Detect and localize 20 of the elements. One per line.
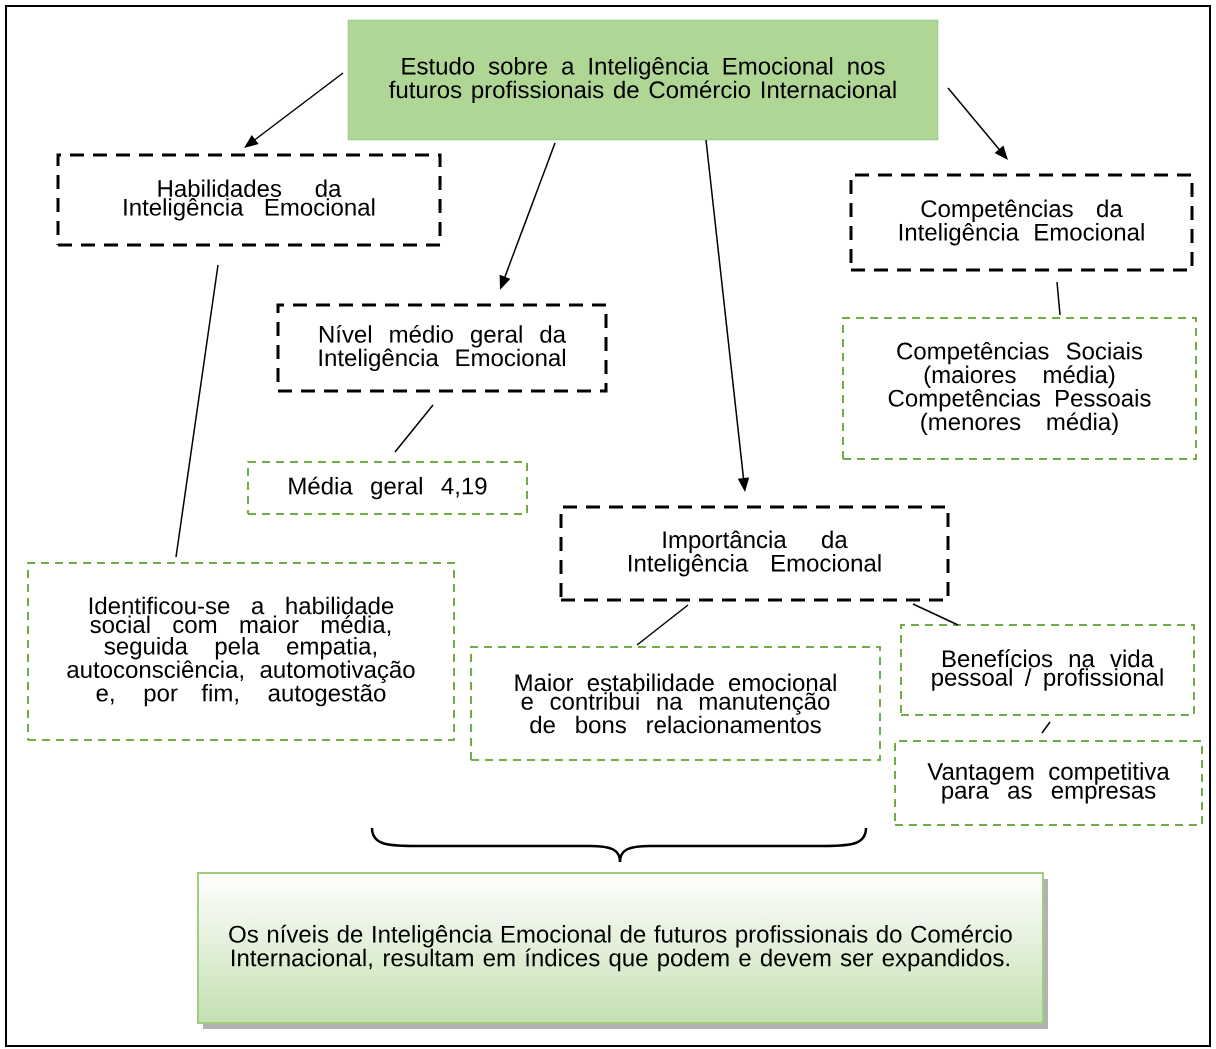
connector-line: [394, 404, 434, 453]
connector-line: [1056, 281, 1061, 316]
title-box: Estudo sobre a Inteligência Emocional nos futuros profissionais de Comércio Internacional: [347, 19, 939, 141]
topic-box: Competências da Inteligência Emocional: [849, 173, 1194, 272]
connector-line: [912, 603, 959, 626]
arrow: [244, 72, 344, 148]
result-box: Maior estabilidade emocional e contribui na manutenção de bons relacionamentos: [470, 646, 881, 761]
result-box: Competências Sociais (maiores média) Competências Pessoais (menores média): [842, 317, 1197, 460]
topic-box: Nível médio geral da Inteligência Emocional: [276, 303, 608, 393]
conclusion-box: Os níveis de Inteligência Emocional de futuros profissionais do Comércio Internacional, resultam em índices que podem e devem ser expandidos.: [197, 872, 1048, 1029]
topic-box: Importância da Inteligência Emocional: [559, 505, 950, 602]
connector-line: [1041, 721, 1051, 734]
topic-box: Habilidades da Inteligência Emocional: [56, 153, 442, 247]
arrow: [947, 87, 1008, 160]
result-box: Identificou-se a habilidade social com maior média, seguida pela empatia, autoconsciência, automotivação e, por fim, autogestão: [27, 562, 455, 741]
connector-line: [636, 604, 689, 646]
connector-line: [175, 264, 219, 558]
result-box: Média geral 4,19: [247, 461, 528, 515]
result-box: Vantagem competitiva para as empresas: [894, 740, 1203, 826]
result-box: Benefícios na vida pessoal / profissional: [900, 624, 1195, 716]
